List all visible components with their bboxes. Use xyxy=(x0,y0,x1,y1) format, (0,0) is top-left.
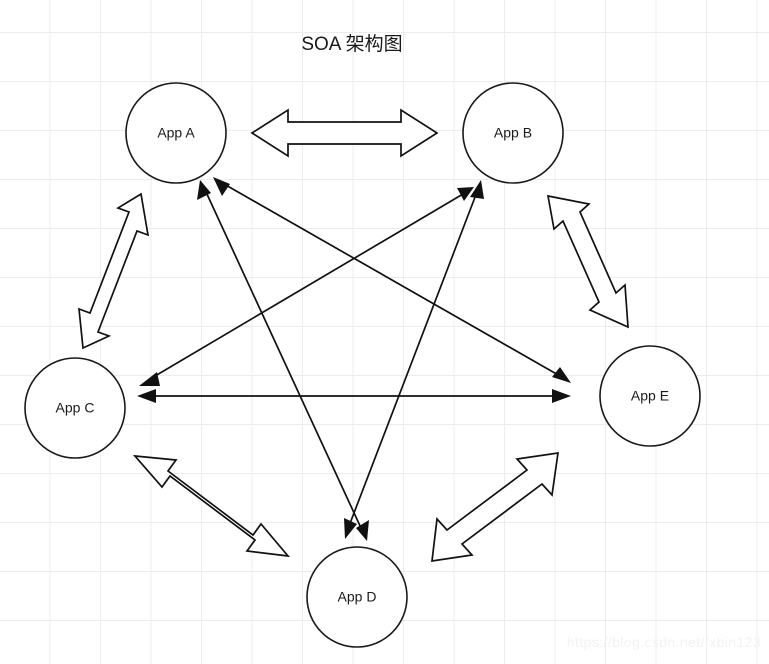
node-label-b: App B xyxy=(494,125,532,141)
edge-block-arrow-a-c xyxy=(78,192,150,350)
node-circle-b[interactable] xyxy=(462,82,564,184)
edge-block-arrow-a-b xyxy=(250,108,439,158)
node-app-a[interactable]: App A xyxy=(125,82,227,184)
node-app-b[interactable]: App B xyxy=(462,82,564,184)
node-circle-e[interactable] xyxy=(599,345,701,447)
node-label-a: App A xyxy=(157,125,195,141)
node-label-c: App C xyxy=(56,400,95,416)
watermark: https://blog.csdn.net/fxbin123 xyxy=(566,634,761,650)
edge-block-arrow-b-e xyxy=(546,194,629,329)
node-app-c[interactable]: App C xyxy=(24,357,126,459)
node-label-d: App D xyxy=(338,589,377,605)
edge-thin-arrow-b-d xyxy=(344,180,484,539)
node-circle-c[interactable] xyxy=(24,357,126,459)
edge-block-arrow-d-e xyxy=(431,451,560,563)
node-circle-d[interactable] xyxy=(306,546,408,648)
edge-thin-arrow-b-c xyxy=(139,187,474,386)
edge-thin-arrow-c-e xyxy=(137,389,571,403)
edge-thin-arrow-a-d xyxy=(197,180,369,541)
node-app-d[interactable]: App D xyxy=(306,546,408,648)
page-title: SOA 架构图 xyxy=(301,33,402,55)
edge-block-arrow-c-d xyxy=(132,454,291,558)
node-app-e[interactable]: App E xyxy=(599,345,701,447)
node-circle-a[interactable] xyxy=(125,82,227,184)
edge-thin-arrow-a-e xyxy=(213,177,571,383)
node-label-e: App E xyxy=(631,388,669,404)
